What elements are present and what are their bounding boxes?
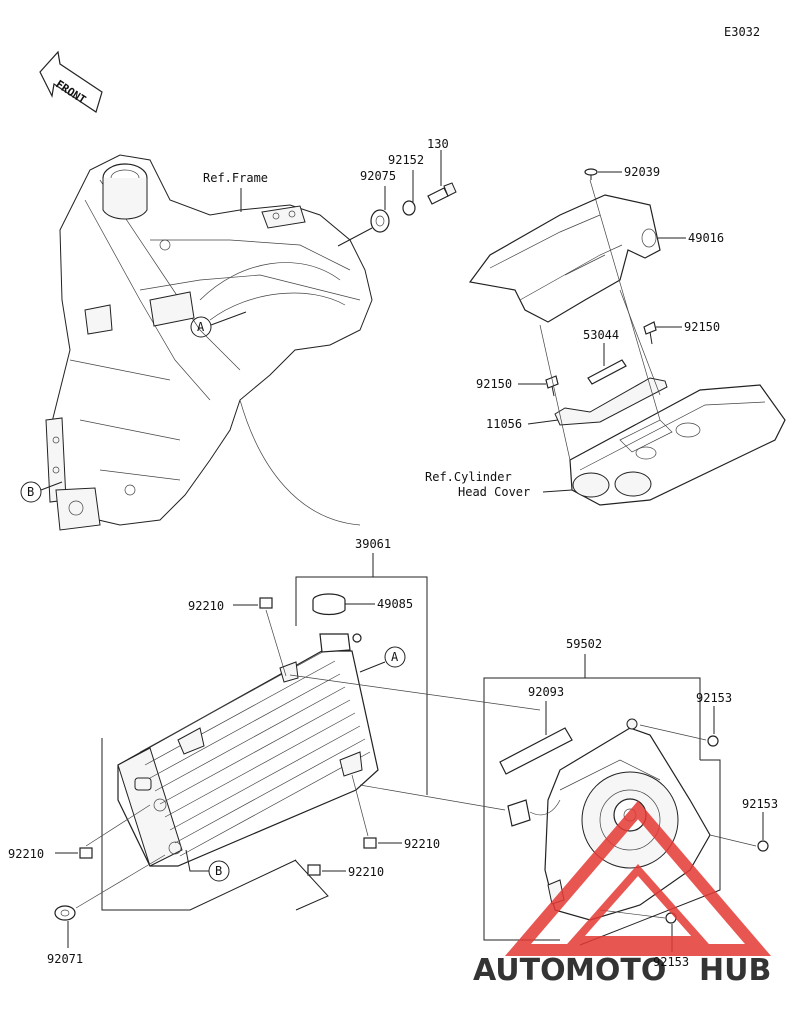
svg-text:A: A — [391, 650, 399, 664]
part-92210-right: 92210 — [404, 837, 440, 851]
bolt-92153-top — [707, 735, 719, 747]
part-39061: 39061 — [355, 537, 391, 551]
part-92153-mid: 92153 — [742, 797, 778, 811]
part-92152: 92152 — [388, 153, 424, 167]
damper-92075 — [370, 209, 390, 233]
part-92150-left: 92150 — [476, 377, 512, 391]
front-arrow-icon: FRONT — [39, 50, 103, 113]
ref-cylinder-label-line1: Ref.Cylinder — [425, 470, 512, 484]
cylinder-head-cover — [569, 384, 786, 506]
fan-connector — [507, 799, 561, 827]
part-92210-bottom: 92210 — [348, 865, 384, 879]
callout-a-radiator: A — [359, 646, 406, 673]
bolt-92150-left — [545, 375, 559, 397]
part-92075: 92075 — [360, 169, 396, 183]
part-49085: 49085 — [377, 597, 413, 611]
watermark-hub: HUB — [699, 953, 771, 988]
screw-92039 — [584, 168, 598, 180]
part-92093: 92093 — [528, 685, 564, 699]
svg-text:B: B — [27, 485, 34, 499]
collar-92152 — [402, 200, 416, 216]
diagram-code: E3032 — [724, 25, 760, 39]
radiator-39061 — [117, 647, 379, 867]
grommet-92071 — [54, 905, 76, 921]
part-92210-left: 92210 — [8, 847, 44, 861]
nut-92210-top — [259, 597, 273, 609]
ref-cylinder-label-line2: Head Cover — [458, 485, 530, 499]
part-130: 130 — [427, 137, 449, 151]
svg-text:B: B — [215, 864, 222, 878]
part-92150-right: 92150 — [684, 320, 720, 334]
bolt-130 — [427, 182, 457, 205]
cover-49016 — [468, 194, 661, 323]
part-11056: 11056 — [486, 417, 522, 431]
watermark-auto: AUTO — [473, 953, 566, 988]
nut-92210-bottom — [307, 864, 321, 876]
part-59502: 59502 — [566, 637, 602, 651]
part-49016: 49016 — [688, 231, 724, 245]
part-53044: 53044 — [583, 328, 619, 342]
nut-92210-right — [363, 837, 377, 849]
bolt-92150-right — [643, 321, 657, 345]
callout-b-radiator: B — [185, 849, 230, 882]
filler-neck — [319, 633, 362, 653]
part-92210-top: 92210 — [188, 599, 224, 613]
part-92153-top: 92153 — [696, 691, 732, 705]
gasket-11056 — [554, 377, 668, 426]
part-92039: 92039 — [624, 165, 660, 179]
svg-text:A: A — [197, 320, 205, 334]
callout-b-frame: B — [20, 481, 63, 503]
automotohub-watermark: AUTO MOTO HUB — [473, 800, 771, 988]
bracket-92093 — [499, 727, 573, 775]
callout-a-frame: A — [190, 311, 247, 338]
ref-frame-label: Ref.Frame — [203, 171, 268, 185]
watermark-moto: MOTO — [565, 953, 666, 988]
bolt-92153-mid — [757, 840, 769, 852]
radiator-cap-49085 — [312, 593, 346, 616]
part-92153-bottom: 92153 — [653, 955, 689, 969]
frame-illustration — [45, 154, 373, 531]
pad-53044 — [587, 359, 627, 385]
part-92071: 92071 — [47, 952, 83, 966]
nut-92210-left — [79, 847, 93, 859]
